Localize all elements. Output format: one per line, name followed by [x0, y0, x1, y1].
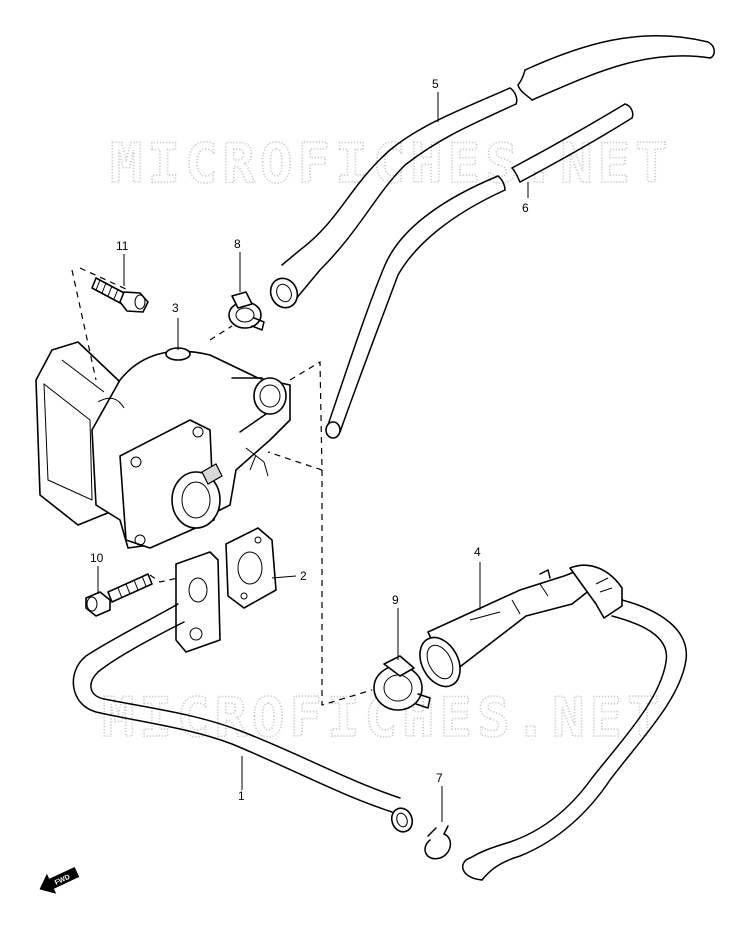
gasket-2 [225, 527, 277, 609]
callout-8: 8 [234, 237, 241, 251]
valve-3 [35, 341, 291, 549]
callout-1: 1 [238, 789, 245, 803]
callout-10: 10 [90, 551, 104, 565]
callouts: 1 2 3 4 5 6 7 8 9 10 11 [90, 77, 529, 822]
bolt-10 [85, 573, 153, 617]
hose-5 [269, 34, 715, 309]
callout-3: 3 [172, 301, 179, 315]
callout-7: 7 [436, 771, 443, 785]
watermark-top: MICROFICHES.NET [110, 132, 673, 195]
callout-5: 5 [432, 77, 439, 91]
bolt-11 [91, 277, 149, 313]
callout-2: 2 [300, 569, 307, 583]
pipe-1 [72, 551, 414, 833]
callout-4: 4 [474, 545, 481, 559]
clamp-9 [373, 655, 431, 711]
clip-7 [424, 825, 452, 860]
callout-11: 11 [116, 239, 129, 253]
hose-6 [325, 103, 634, 439]
clamp-8 [228, 291, 265, 331]
forward-arrow-icon: FWD [39, 866, 80, 894]
hose-4 [419, 564, 688, 881]
callout-6: 6 [522, 201, 529, 215]
callout-9: 9 [392, 593, 399, 607]
